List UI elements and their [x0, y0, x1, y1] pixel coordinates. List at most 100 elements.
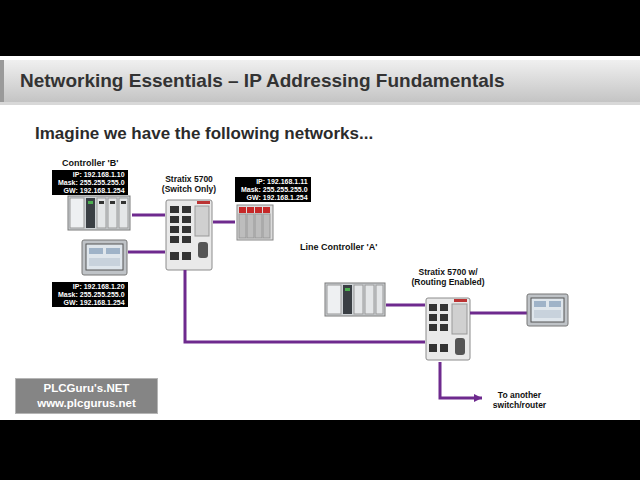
network-cable [128, 251, 165, 254]
controller-b-chassis [108, 198, 117, 228]
watermark-text: www.plcgurus.net [16, 397, 157, 410]
slide-title: Networking Essentials – IP Addressing Fu… [20, 70, 505, 92]
controller-b-chassis [97, 198, 106, 228]
hmi-right [531, 298, 564, 322]
switch-node: Stratix 5700 (Switch Only) [165, 175, 213, 270]
switch-only-device [182, 206, 191, 213]
switch-only-device [182, 226, 191, 233]
hmi-left [82, 240, 127, 275]
black-bars [0, 0, 640, 56]
controller-a-chassis [325, 283, 385, 316]
device-label: Stratix 5700 w/ (Routing Enabled) [402, 268, 494, 288]
hmi-right [470, 294, 568, 326]
address-line: GW: 192.168.1.254 [241, 194, 308, 202]
controller-a-chassis [345, 288, 350, 291]
routing-switch-device [429, 324, 437, 331]
routing-switch-device [426, 298, 470, 360]
address-line: IP: 192.168.1.10 [58, 171, 125, 179]
hmi-left [89, 248, 103, 254]
controller-b-chassis [68, 196, 130, 230]
title-bar [0, 60, 4, 102]
controller-b-chassis [70, 198, 84, 228]
controller-b-chassis [88, 201, 93, 204]
watermark-text: PLCGuru's.NET [16, 382, 157, 395]
hmi-node: IP: 192.168.1.20Mask: 255.255.255.0GW: 1… [52, 240, 128, 309]
io-module [247, 207, 254, 213]
io-module [247, 214, 254, 238]
routing-switch-device [429, 344, 437, 352]
io-module [255, 207, 262, 213]
address-line: Mask: 255.255.255.0 [58, 179, 125, 187]
switch-only-device [170, 206, 179, 213]
address-line: IP: 192.168.1.11 [241, 178, 308, 186]
routing-switch-device [452, 304, 467, 334]
address-line: GW: 192.168.1.254 [58, 299, 125, 307]
address-line: Mask: 255.255.255.0 [241, 186, 308, 194]
controller-a-chassis [325, 283, 385, 316]
title-bar [0, 60, 640, 102]
switch-only-device [182, 216, 191, 223]
controller-b-chassis [86, 198, 95, 228]
hmi-right [534, 301, 546, 307]
io-module [263, 207, 270, 213]
address-line: Mask: 255.255.255.0 [58, 291, 125, 299]
switch-only-device [166, 200, 212, 270]
title-bar [0, 60, 640, 105]
io-module [237, 205, 273, 240]
switch-only-device [195, 206, 209, 236]
black-bars [0, 420, 640, 480]
routing-switch-device [454, 299, 467, 302]
slide-heading: Imagine we have the following networks..… [35, 124, 373, 144]
io-module [255, 214, 262, 238]
switch-only-device [197, 201, 210, 204]
switch-only-device [198, 242, 208, 258]
device-label: Controller 'B' [62, 158, 118, 168]
routing-switch-device [429, 304, 437, 311]
device-label: Line Controller 'A' [300, 242, 377, 252]
hmi-left [86, 244, 123, 270]
controller-b-chassis [110, 201, 115, 204]
routing-switch-device [429, 314, 437, 321]
switch-only-device [170, 252, 179, 260]
switch-only-device [166, 200, 212, 270]
routing-switch-device [440, 314, 448, 321]
hmi-right [534, 310, 561, 318]
controller-a-chassis [354, 285, 363, 314]
controller-b-chassis [119, 198, 128, 228]
hmi-left [82, 240, 127, 275]
network-cable [185, 270, 425, 342]
hmi-right [549, 301, 561, 307]
controller-node: Line Controller 'A' [298, 240, 386, 317]
hmi-left [89, 258, 120, 266]
watermark-box: PLCGuru's.NET www.plcgurus.net [15, 378, 158, 414]
address-box: IP: 192.168.1.20Mask: 255.255.255.0GW: 1… [52, 282, 128, 307]
address-line: GW: 192.168.1.254 [58, 187, 125, 195]
switch-only-device [182, 252, 191, 260]
controller-b-chassis [99, 201, 104, 204]
switch-only-device [182, 236, 191, 243]
hmi-right [470, 312, 527, 315]
io-module [237, 205, 273, 240]
router-switch-node: Stratix 5700 w/ (Routing Enabled) [425, 268, 471, 362]
destination-note: To another switch/router [482, 390, 557, 414]
hmi-right [527, 294, 568, 326]
switch-only-device [170, 236, 179, 243]
controller-a-chassis [365, 285, 374, 314]
controller-node: Controller 'B' IP: 192.168.1.10Mask: 255.… [52, 157, 132, 233]
switch-only-device [170, 226, 179, 233]
network-cable [386, 304, 425, 307]
controller-b-chassis [68, 196, 130, 230]
device-label: Stratix 5700 (Switch Only) [154, 175, 224, 195]
address-box: IP: 192.168.1.10Mask: 255.255.255.0GW: 1… [52, 170, 128, 195]
hmi-left [106, 248, 120, 254]
io-module [263, 214, 270, 238]
routing-switch-device [440, 324, 448, 331]
network-cable [213, 221, 235, 224]
network-cable [132, 214, 165, 217]
address-line: IP: 192.168.1.20 [58, 283, 125, 291]
controller-b-chassis [121, 201, 126, 204]
destination-label: To another switch/router [482, 391, 557, 411]
